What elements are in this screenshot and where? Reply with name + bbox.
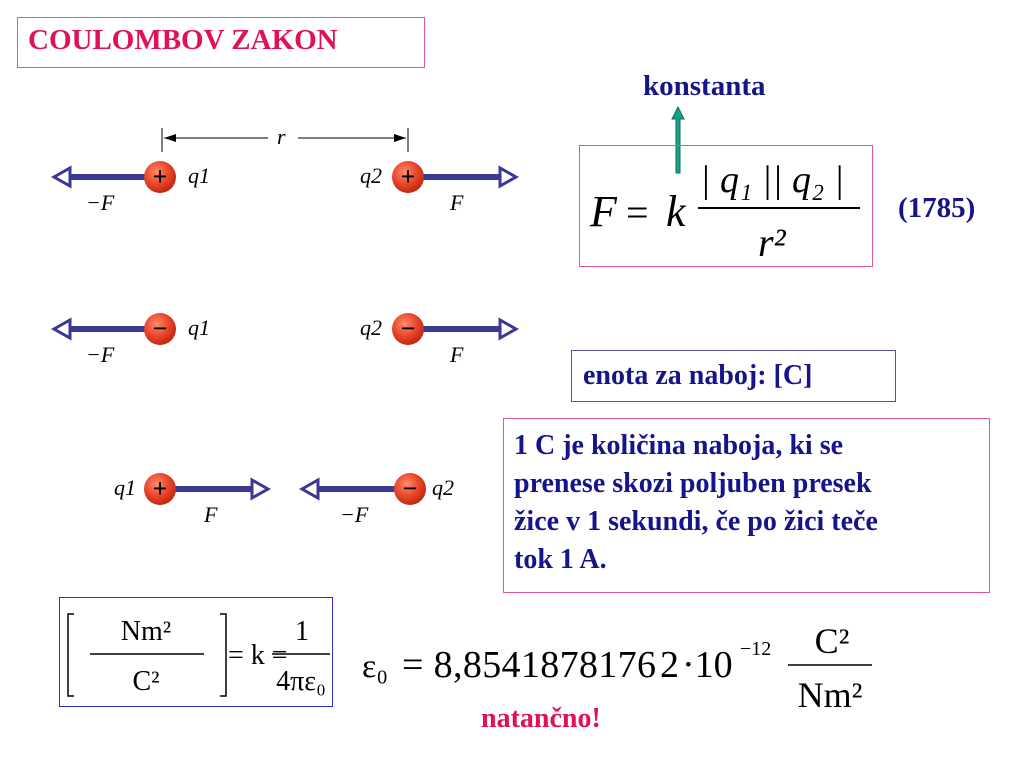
epsilon-symbol: ε₀ <box>362 648 388 685</box>
title-box <box>17 17 425 68</box>
coulomb-formula-box <box>579 145 873 267</box>
epsilon-value: = 8,8541878176 <box>402 644 656 686</box>
epsilon-formula: ε₀ = 8,8541878176 2 ·10 −12 C² Nm² <box>362 621 872 715</box>
epsilon-times: ·10 <box>682 644 733 686</box>
q2-label: q2 <box>360 315 382 340</box>
charge-q1-negative <box>144 313 176 345</box>
plus-sign: + <box>153 162 168 191</box>
q1-label: q1 <box>188 163 210 188</box>
epsilon-overlap-digit: 2 <box>660 644 679 686</box>
q1-label: q1 <box>114 475 136 500</box>
q2-label: q2 <box>360 163 382 188</box>
neg-force-label: −F <box>86 190 115 215</box>
epsilon-unit-num: C² <box>815 621 850 661</box>
neg-force-label: −F <box>86 342 115 367</box>
charge-q1-positive <box>144 473 176 505</box>
formula-numerator: | q₁ || q₂ | <box>700 159 844 201</box>
formula-F: F <box>589 187 618 236</box>
k-formula: Nm² C² = k = 1 4πε₀ <box>67 613 330 697</box>
formula-denominator: r² <box>758 220 787 265</box>
plus-sign: + <box>401 162 416 191</box>
row-repel-negative: − − q1 q2 −F F <box>50 313 520 367</box>
precise-note: natančno! <box>481 703 601 734</box>
minus-sign: − <box>153 314 168 343</box>
k-num-left: Nm² <box>121 616 171 647</box>
k-den-right: 4πε₀ <box>276 666 326 697</box>
charge-q1-positive <box>144 161 176 193</box>
formula-k: k <box>666 187 687 236</box>
konstanta-label: konstanta <box>643 70 766 102</box>
slide-title: COULOMBOV ZAKON <box>28 24 338 56</box>
definition-line: tok 1 A. <box>514 544 607 575</box>
row-attract: + − q1 q2 F −F <box>114 473 454 527</box>
year-label: (1785) <box>898 192 976 224</box>
force-diagram: r + + q1 q2 −F F − − q1 q2 −F F + − <box>50 124 520 527</box>
unit-box <box>571 350 896 402</box>
k-num-right: 1 <box>295 616 309 647</box>
k-den-left: C² <box>132 666 159 697</box>
k-equals: = k = <box>228 640 288 671</box>
plus-sign: + <box>153 474 168 503</box>
definition-line: žice v 1 sekundi, če po žici teče <box>514 506 878 537</box>
definition-box: 1 C je količina naboja, ki se prenese sk… <box>503 418 990 593</box>
q2-label: q2 <box>432 475 454 500</box>
minus-sign: − <box>401 314 416 343</box>
definition-line: prenese skozi poljuben presek <box>514 468 872 499</box>
coulomb-formula: F = k | q₁ || q₂ | r² <box>589 159 860 265</box>
q1-label: q1 <box>188 315 210 340</box>
force-label: F <box>449 190 464 215</box>
force-label: F <box>449 342 464 367</box>
charge-q2-positive <box>392 161 424 193</box>
charge-q2-negative <box>394 473 426 505</box>
unit-label: enota za naboj: [C] <box>583 360 813 391</box>
epsilon-unit-den: Nm² <box>798 675 863 715</box>
konstanta-arrow-icon <box>671 105 685 174</box>
k-formula-box <box>59 597 333 707</box>
epsilon-exponent: −12 <box>740 638 771 660</box>
row-repel-positive: + + q1 q2 −F F <box>50 161 520 215</box>
charge-q2-negative <box>392 313 424 345</box>
minus-sign: − <box>403 474 418 503</box>
definition-line: 1 C je količina naboja, ki se <box>514 430 844 461</box>
neg-force-label: −F <box>340 502 369 527</box>
distance-r-label: r <box>277 124 286 149</box>
force-label: F <box>203 502 218 527</box>
formula-eq: = <box>626 190 649 235</box>
